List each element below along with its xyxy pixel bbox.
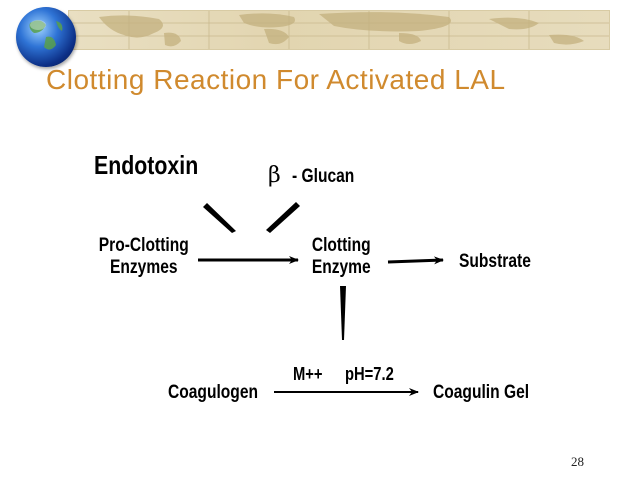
world-map-graphic: [69, 11, 609, 49]
globe-icon: [16, 7, 76, 67]
endotoxin-activation-wedge: [203, 203, 236, 233]
clotting-to-substrate-arrow: [387, 256, 444, 265]
world-map-banner: [68, 10, 610, 50]
substrate-label: Substrate: [459, 251, 531, 272]
pro-clotting-label: Pro-Clotting Enzymes: [88, 235, 200, 279]
clotting-enzyme-line-2: Enzyme: [311, 257, 371, 278]
beta-symbol: β: [268, 163, 281, 188]
pro-clotting-line-2: Enzymes: [109, 257, 178, 278]
glucan-label: - Glucan: [292, 166, 355, 187]
metal-ion-label: M++: [293, 364, 323, 384]
glucan-activation-wedge: [266, 202, 300, 233]
endotoxin-label: Endotoxin: [94, 150, 199, 180]
page-number: 28: [571, 454, 584, 469]
clotting-to-coagulogen-wedge: [340, 286, 346, 340]
clotting-enzyme-label: Clotting Enzyme: [306, 235, 377, 279]
slide-title: Clotting Reaction For Activated LAL: [46, 64, 506, 95]
coagulogen-label: Coagulogen: [168, 382, 259, 403]
coagulin-gel-label: Coagulin Gel: [433, 382, 530, 403]
pro-clotting-line-1: Pro-Clotting: [98, 235, 189, 256]
ph-condition-label: pH=7.2: [345, 364, 394, 384]
clotting-enzyme-line-1: Clotting: [311, 235, 371, 256]
